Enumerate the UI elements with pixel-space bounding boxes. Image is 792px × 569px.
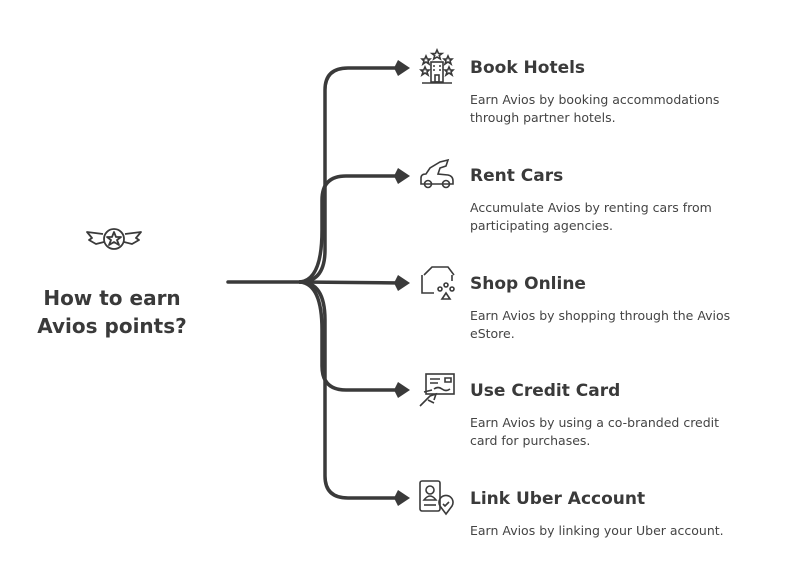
branch-rent-cars: Rent Cars Accumulate Avios by renting ca… bbox=[470, 166, 770, 235]
connector-credit-card bbox=[298, 280, 404, 392]
branch-description: Accumulate Avios by renting cars from pa… bbox=[470, 200, 712, 233]
arrowhead bbox=[394, 60, 410, 76]
branch-description: Earn Avios by using a co-branded credit … bbox=[470, 415, 720, 448]
hotel-stars-icon bbox=[419, 48, 455, 84]
connector-book-hotels bbox=[298, 66, 404, 284]
root-title: How to earn Avios points? bbox=[37, 286, 187, 338]
winged-star-badge-icon bbox=[86, 228, 142, 250]
branch-use-credit-card: Use Credit Card Earn Avios by using a co… bbox=[470, 381, 770, 450]
branch-description: Earn Avios by shopping through the Avios… bbox=[470, 308, 731, 341]
connector-uber bbox=[298, 280, 404, 500]
connector-shop-online bbox=[298, 280, 404, 285]
branch-book-hotels: Book Hotels Earn Avios by booking accomm… bbox=[470, 58, 770, 127]
user-profile-check-icon bbox=[419, 480, 454, 516]
branch-title: Rent Cars bbox=[470, 166, 564, 186]
arrowhead bbox=[394, 168, 410, 184]
branch-title: Link Uber Account bbox=[470, 489, 646, 509]
branch-description: Earn Avios by booking accommodations thr… bbox=[470, 92, 720, 125]
car-icon bbox=[420, 158, 454, 189]
branch-title: Book Hotels bbox=[470, 58, 586, 78]
arrowhead bbox=[394, 490, 410, 506]
branch-link-uber: Link Uber Account Earn Avios by linking … bbox=[470, 489, 770, 540]
connector-rent-cars bbox=[298, 174, 404, 284]
branch-title: Use Credit Card bbox=[470, 381, 621, 401]
shopping-basket-icon bbox=[421, 266, 455, 300]
arrowhead bbox=[394, 382, 410, 398]
branch-description: Earn Avios by linking your Uber account. bbox=[470, 523, 724, 538]
branch-shop-online: Shop Online Earn Avios by shopping throu… bbox=[470, 274, 770, 343]
arrowhead bbox=[394, 275, 410, 291]
branch-title: Shop Online bbox=[470, 274, 586, 294]
credit-card-hand-icon bbox=[419, 373, 455, 407]
